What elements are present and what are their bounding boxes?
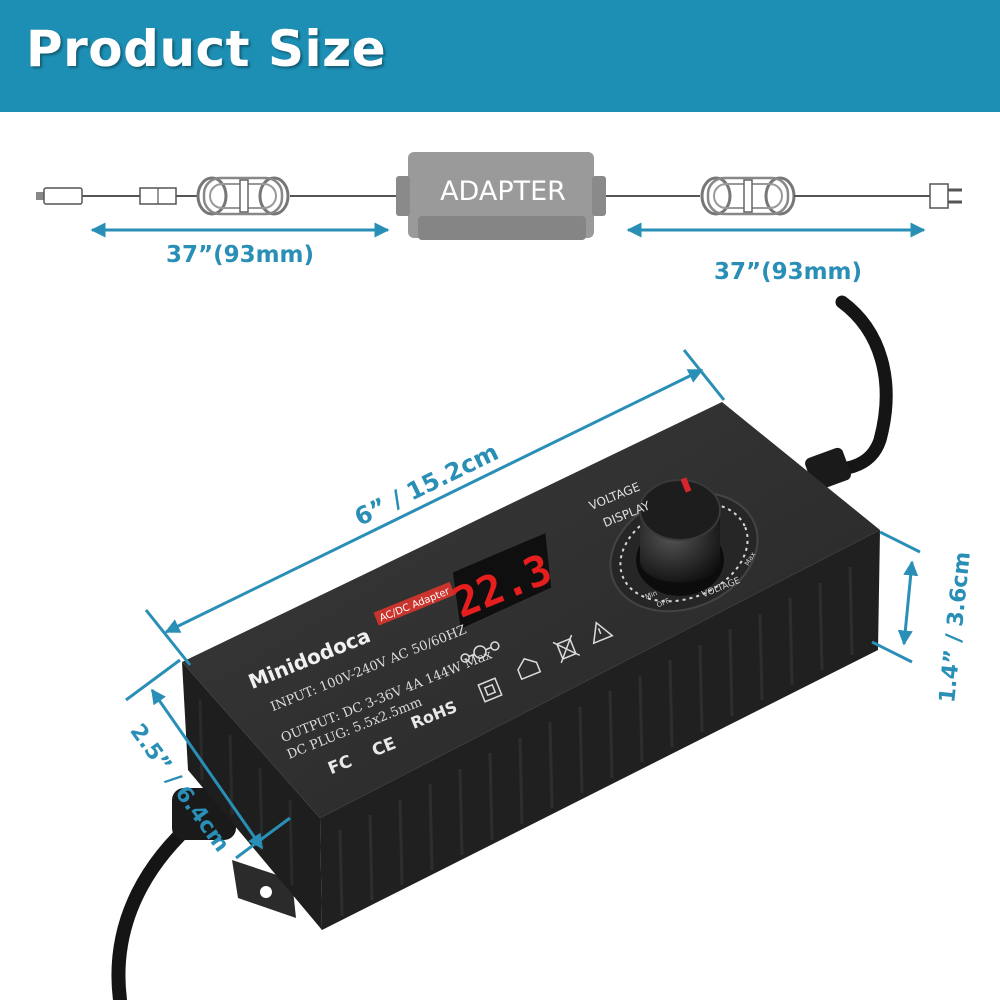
dc-plug bbox=[36, 187, 177, 205]
right-cable-coil bbox=[700, 176, 796, 216]
indoor-use-icon bbox=[517, 657, 542, 681]
ac-plug bbox=[929, 183, 962, 209]
adapter-box bbox=[396, 152, 606, 240]
left-length-label: 37”(93mm) bbox=[166, 242, 314, 268]
height-label: 1.4” / 3.6cm bbox=[935, 551, 976, 705]
double-insulation-icon bbox=[477, 677, 503, 703]
voltage-knob bbox=[639, 479, 721, 541]
title-banner: Product Size bbox=[0, 0, 1000, 112]
polarity-icon bbox=[460, 641, 500, 663]
front-cable bbox=[111, 813, 203, 1000]
side-ribs bbox=[338, 566, 854, 917]
page-title: Product Size bbox=[26, 20, 387, 78]
left-cable-coil bbox=[196, 176, 290, 216]
length-arrow bbox=[164, 368, 704, 634]
rear-cable bbox=[813, 295, 893, 477]
length-label: 6” / 15.2cm bbox=[350, 438, 503, 532]
height-arrow bbox=[897, 560, 919, 646]
weee-bin-icon bbox=[552, 634, 581, 664]
power-adapter bbox=[111, 295, 893, 1000]
cable-diagram: ADAPTER bbox=[36, 152, 962, 240]
width-arrow bbox=[150, 688, 264, 850]
adapter-label: ADAPTER bbox=[440, 176, 566, 207]
dimension-lines bbox=[125, 349, 921, 860]
right-length-label: 37”(93mm) bbox=[714, 259, 862, 285]
